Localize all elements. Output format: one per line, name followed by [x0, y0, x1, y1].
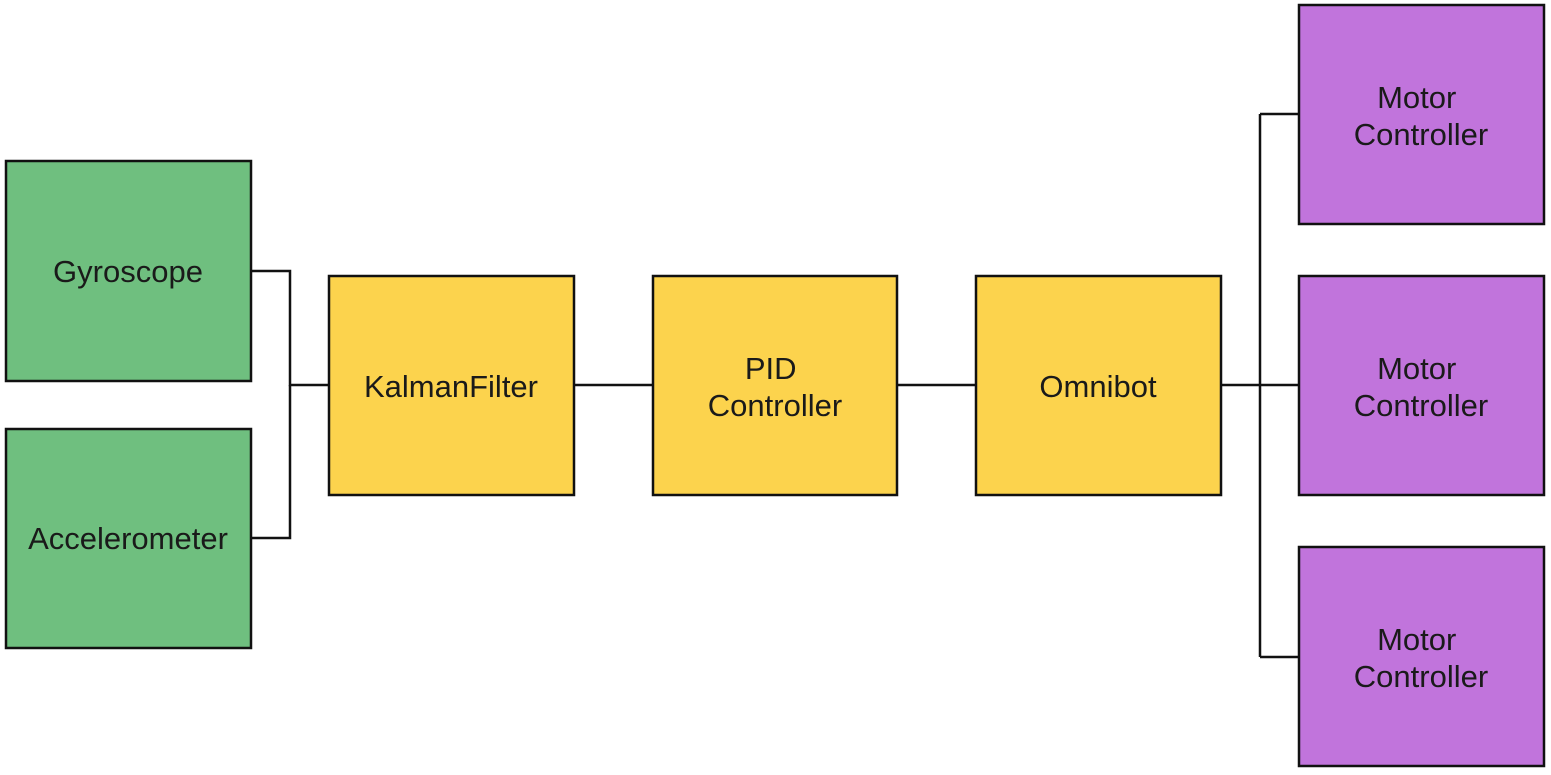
- motor-controller-2-label-line-2: Controller: [1354, 388, 1488, 423]
- gyroscope-label-line-1: Gyroscope: [53, 254, 203, 289]
- accelerometer-label: Accelerometer: [28, 521, 228, 556]
- motor-controller-3-label-line-1: Motor: [1377, 622, 1456, 657]
- pid-controller-label-line-2: Controller: [708, 388, 842, 423]
- gyroscope-label: Gyroscope: [53, 254, 203, 289]
- kalman-filter-box: [327, 274, 576, 497]
- connector-gyroscope-kalman: [251, 269, 329, 387]
- pid-controller-label: PID Controller: [708, 351, 842, 423]
- node-kalman-filter: KalmanFilter: [327, 274, 576, 497]
- motor-controller-1-label-line-2: Controller: [1354, 117, 1488, 152]
- motor-controller-2-box: [1297, 274, 1546, 497]
- node-motor-controller-1: Motor Controller: [1297, 3, 1546, 226]
- motor-controller-1-label: Motor Controller: [1354, 80, 1488, 152]
- omnibot-box: [974, 274, 1223, 497]
- motor-controller-1-label-line-1: Motor: [1377, 80, 1456, 115]
- motor-controller-3-box: [1297, 545, 1546, 768]
- kalman-filter-label: KalmanFilter: [364, 369, 538, 404]
- node-motor-controller-3: Motor Controller: [1297, 545, 1546, 768]
- node-pid-controller: PID Controller: [651, 274, 899, 497]
- node-accelerometer: Accelerometer: [4, 427, 253, 650]
- motor-controller-3-label-line-2: Controller: [1354, 659, 1488, 694]
- node-omnibot: Omnibot: [974, 274, 1223, 497]
- accelerometer-label-line-1: Accelerometer: [28, 521, 228, 556]
- kalman-filter-label-line-1: KalmanFilter: [364, 369, 538, 404]
- omnibot-label: Omnibot: [1039, 369, 1157, 404]
- motor-controller-2-label-line-1: Motor: [1377, 351, 1456, 386]
- pid-controller-label-line-1: PID: [745, 351, 797, 386]
- node-gyroscope: Gyroscope: [4, 159, 253, 383]
- pid-controller-box: [651, 274, 899, 497]
- motor-controller-2-label: Motor Controller: [1354, 351, 1488, 423]
- motor-controller-1-box: [1297, 3, 1546, 226]
- omnibot-label-line-1: Omnibot: [1039, 369, 1157, 404]
- connector-accelerometer-kalman: [251, 385, 292, 540]
- motor-controller-3-label: Motor Controller: [1354, 622, 1488, 694]
- connectors: [251, 112, 1299, 659]
- gyroscope-box: [4, 159, 253, 383]
- node-motor-controller-2: Motor Controller: [1297, 274, 1546, 497]
- accelerometer-box: [4, 427, 253, 650]
